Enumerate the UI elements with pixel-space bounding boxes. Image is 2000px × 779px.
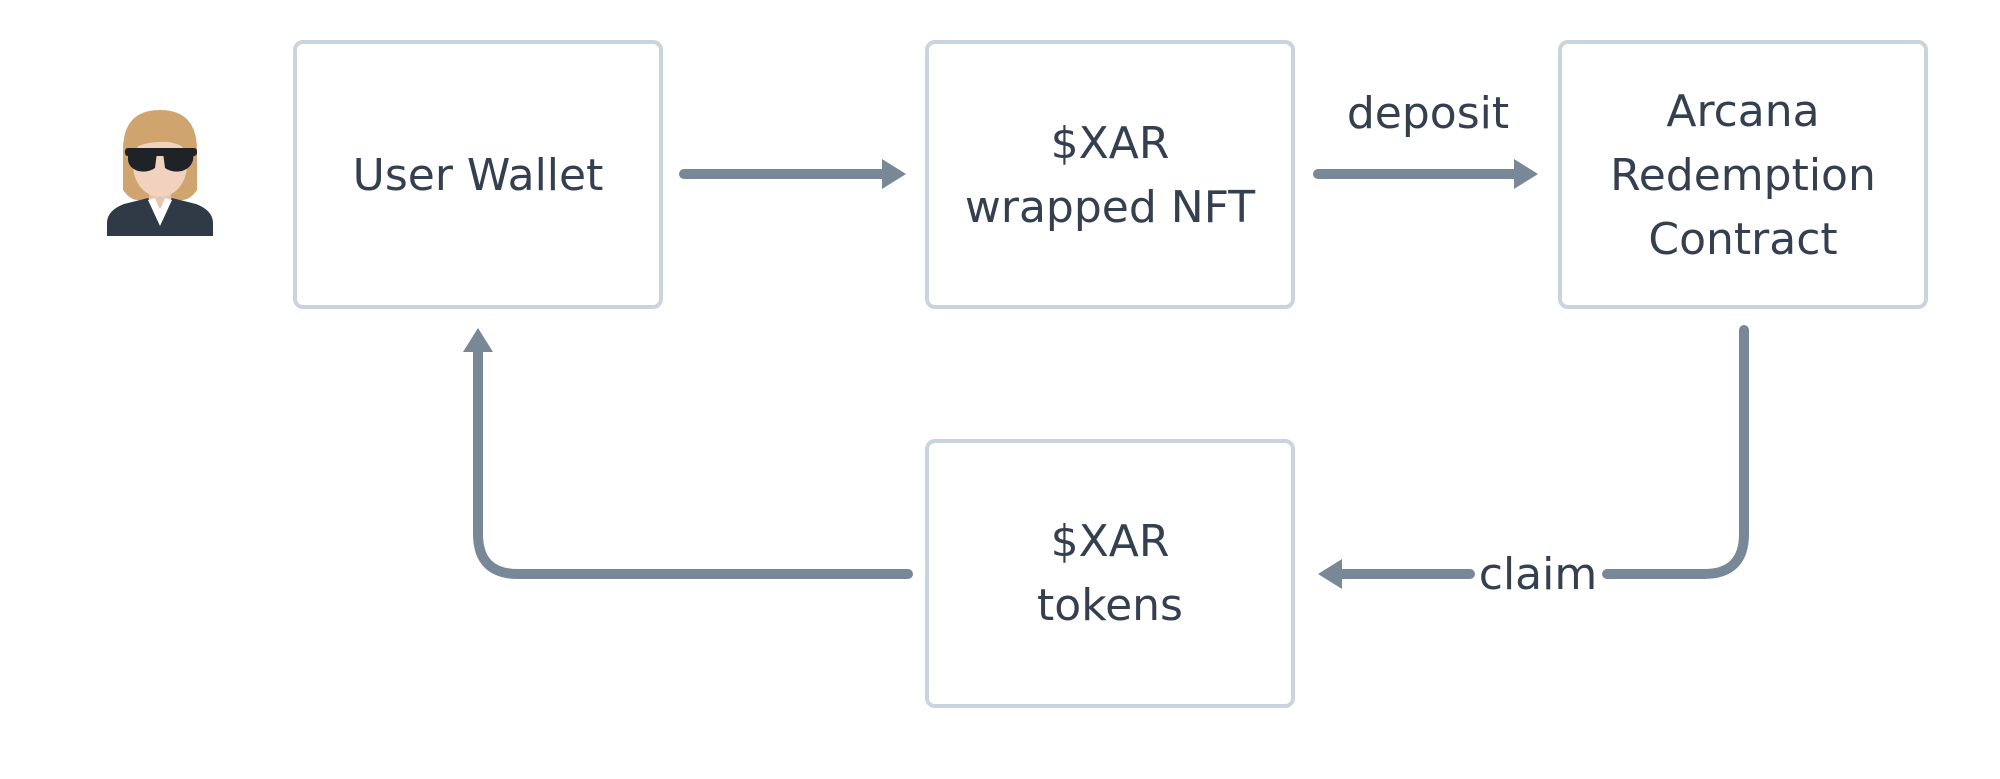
node-redemption-contract-line-2: Redemption <box>1610 150 1876 201</box>
node-redemption-contract: Arcana Redemption Contract <box>1558 40 1928 309</box>
edge-tokens-to-wallet <box>463 328 913 579</box>
node-user-wallet-label: User Wallet <box>353 150 604 201</box>
node-xar-tokens-line-1: $XAR <box>1051 516 1170 567</box>
edge-label-claim: claim <box>1479 549 1597 600</box>
node-user-wallet: User Wallet <box>293 40 663 309</box>
node-wrapped-nft-line-1: $XAR <box>1051 118 1170 169</box>
node-wrapped-nft: $XAR wrapped NFT <box>925 40 1295 309</box>
user-avatar-icon <box>107 110 213 236</box>
node-xar-tokens: $XAR tokens <box>925 439 1295 708</box>
node-wrapped-nft-line-2: wrapped NFT <box>965 182 1255 233</box>
edge-wallet-to-nft <box>679 159 906 189</box>
edge-label-deposit: deposit <box>1347 88 1509 139</box>
node-redemption-contract-line-3: Contract <box>1648 214 1837 265</box>
edge-nft-to-contract: deposit <box>1313 88 1538 189</box>
edge-contract-to-tokens: claim <box>1318 325 1749 600</box>
node-xar-tokens-line-2: tokens <box>1037 580 1183 631</box>
node-redemption-contract-line-1: Arcana <box>1666 86 1819 137</box>
